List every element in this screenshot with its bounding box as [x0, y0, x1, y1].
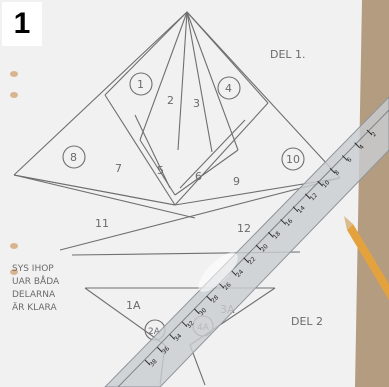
ruler-tick-label: 2 — [370, 131, 378, 139]
heading-part-2: DEL 2 — [291, 315, 323, 328]
region-label-10: 10 — [286, 153, 300, 166]
ruler-tick-label: 22 — [247, 256, 257, 266]
region-label-2: 2 — [167, 94, 174, 107]
ruler-tick-label: 28 — [210, 294, 220, 304]
region-label-1a: 1A — [126, 299, 141, 312]
ruler-tick-mark — [144, 359, 151, 366]
ruler-tick-label: 36 — [161, 345, 171, 355]
ruler-tick-label: 32 — [185, 320, 195, 330]
ruler-tick-label: 26 — [222, 281, 232, 291]
ruler-tick-label: 6 — [346, 156, 354, 164]
image-number-badge: 1 — [2, 2, 42, 46]
ruler-tick-mark — [230, 270, 237, 276]
assembly-note: SYS IHOP UAR BÅDA DELARNA ÄR KLARA — [12, 264, 60, 313]
region-label-1: 1 — [137, 78, 144, 91]
ruler-tick-mark — [206, 295, 213, 302]
region-label-12: 12 — [237, 222, 251, 235]
ruler-tick-mark — [156, 346, 163, 353]
pattern-part-1 — [13, 11, 341, 251]
ruler-tick-mark — [255, 244, 262, 251]
ruler-tick-label: 20 — [259, 243, 269, 253]
ruler-tick-mark — [181, 321, 188, 328]
region-label-8: 8 — [70, 151, 77, 164]
note-line-1: SYS IHOP — [12, 264, 54, 274]
region-label-2a: 2A — [148, 327, 161, 337]
region-label-9: 9 — [233, 175, 240, 188]
ruler-tick-label: 10 — [321, 179, 331, 189]
ruler-tick-label: 14 — [296, 205, 306, 215]
region-label-4: 4 — [225, 82, 232, 95]
ruler-tick-label: 24 — [235, 268, 245, 278]
pencil — [344, 216, 389, 300]
ruler-tick-label: 8 — [333, 169, 341, 177]
region-label-7: 7 — [115, 162, 122, 175]
ruler-tick-label: 4 — [358, 143, 366, 151]
note-line-3: DELARNA — [12, 290, 56, 300]
binder-holes — [10, 71, 18, 275]
ruler-tick-mark — [304, 193, 311, 200]
ruler-tick-label: 16 — [284, 217, 294, 227]
ruler-glare — [198, 252, 238, 292]
ruler-tick-mark — [341, 155, 348, 161]
ruler-tick-label: 18 — [272, 230, 282, 240]
ruler-tick-mark — [243, 257, 250, 264]
region-label-5: 5 — [157, 164, 164, 177]
ruler-tick-label: 12 — [309, 192, 319, 202]
ruler-tick-mark — [317, 180, 324, 187]
heading-part-1: DEL 1. — [270, 48, 306, 61]
ruler-tick-mark — [354, 142, 361, 149]
ruler-tick-mark — [169, 334, 176, 340]
ruler-tick-mark — [218, 282, 225, 289]
region-label-3: 3 — [193, 97, 200, 110]
note-line-2: UAR BÅDA — [12, 275, 60, 287]
ruler-tick-mark — [280, 219, 287, 225]
ruler-tick-label: 34 — [173, 332, 183, 342]
ruler-tick-mark — [366, 129, 373, 136]
region-label-6: 6 — [195, 170, 202, 183]
ruler-tick-label: 38 — [148, 358, 158, 368]
note-line-4: ÄR KLARA — [12, 302, 57, 313]
ruler-tick-mark — [292, 206, 299, 213]
ruler-tick-label: 30 — [198, 307, 208, 317]
region-label-11: 11 — [95, 217, 109, 230]
ruler-tick-mark — [267, 231, 274, 238]
ruler-tick-mark — [193, 308, 200, 315]
ruler-tick-mark — [329, 167, 336, 174]
